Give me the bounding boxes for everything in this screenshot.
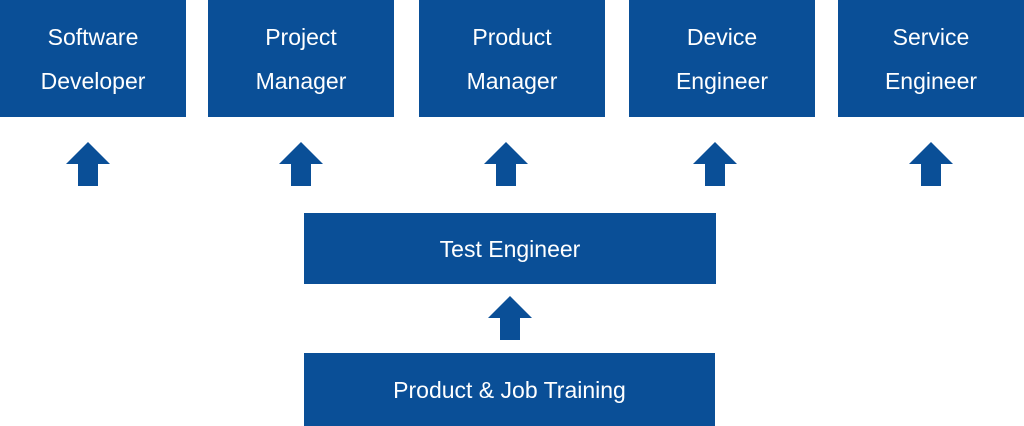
- career-label: Project Manager: [255, 24, 347, 94]
- training-label: Product & Job Training: [393, 376, 626, 403]
- arrow-up-icon: [908, 142, 954, 186]
- arrow-up-icon: [692, 142, 738, 186]
- test-engineer-box: Test Engineer: [304, 213, 716, 284]
- training-box: Product & Job Training: [304, 353, 715, 426]
- career-box-product-manager: Product Manager: [419, 0, 605, 117]
- career-box-software-developer: Software Developer: [0, 0, 186, 117]
- career-label: Service Engineer: [884, 24, 978, 94]
- career-label: Device Engineer: [675, 24, 769, 94]
- arrow-up-icon: [278, 142, 324, 186]
- career-box-service-engineer: Service Engineer: [838, 0, 1024, 117]
- arrow-up-icon: [65, 142, 111, 186]
- career-box-device-engineer: Device Engineer: [629, 0, 815, 117]
- arrow-up-icon: [487, 296, 533, 340]
- career-label: Product Manager: [466, 24, 558, 94]
- test-engineer-label: Test Engineer: [439, 235, 581, 262]
- career-label: Software Developer: [40, 24, 146, 94]
- arrow-up-icon: [483, 142, 529, 186]
- career-box-project-manager: Project Manager: [208, 0, 394, 117]
